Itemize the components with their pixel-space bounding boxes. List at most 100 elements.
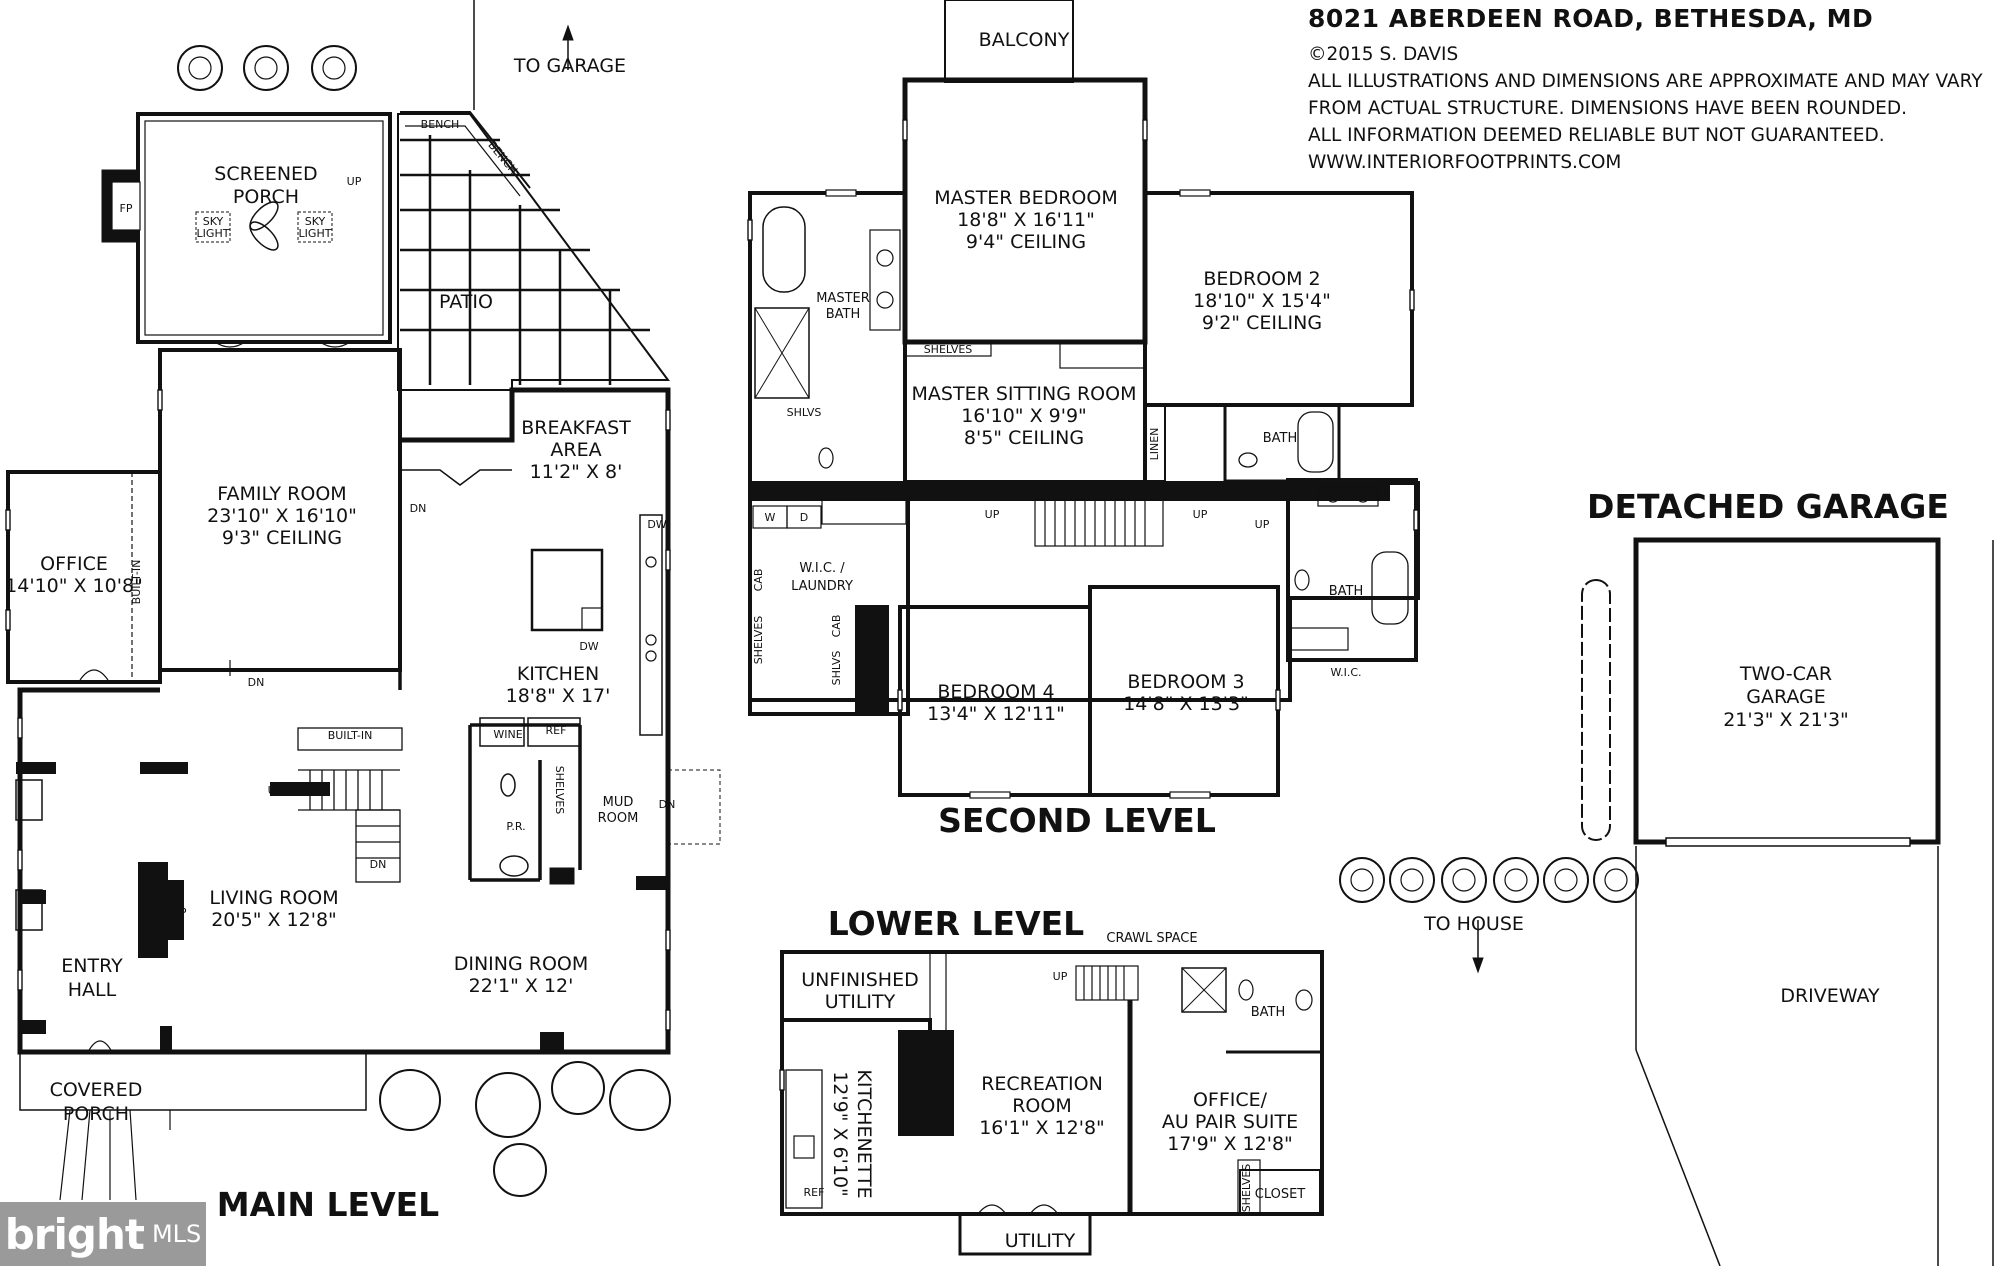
master-bath-l2: BATH (826, 307, 861, 322)
dw-2: DW (579, 640, 598, 653)
family-room-l1: FAMILY ROOM (217, 483, 346, 505)
shlvs-bath: SHLVS (787, 406, 822, 419)
level-lower: LOWER LEVEL (828, 904, 1084, 943)
bedroom2-l3: 9'2" CEILING (1202, 312, 1322, 334)
bedroom4-l2: 13'4" X 12'11" (927, 703, 1065, 725)
detached-garage (1339, 537, 1994, 1266)
shelves-wic: SHELVES (752, 616, 765, 665)
office-l2: 14'10" X 10'8" (5, 575, 143, 597)
main-level (5, 0, 721, 1201)
patio-label: PATIO (439, 291, 493, 313)
shelves-main: SHELVES (553, 766, 566, 815)
balcony-label: BALCONY (979, 29, 1070, 51)
bedroom3-l2: 14'8" X 13'3" (1123, 693, 1249, 715)
office-suite-l3: 17'9" X 12'8" (1167, 1133, 1293, 1155)
office-suite-l1: OFFICE/ (1193, 1089, 1268, 1111)
living-up: UP (268, 784, 283, 797)
level-main: MAIN LEVEL (217, 1185, 439, 1224)
second-level (747, 0, 1420, 799)
bedroom2-l1: BEDROOM 2 (1203, 268, 1320, 290)
cab-2: CAB (830, 615, 843, 638)
office-l1: OFFICE (40, 553, 108, 575)
kitchenette-dim: 12'9" X 6'10" (829, 1071, 851, 1197)
dining-room-l1: DINING ROOM (454, 953, 589, 975)
master-bedroom-l3: 9'4" CEILING (966, 231, 1086, 253)
bedroom3-l1: BEDROOM 3 (1127, 671, 1244, 693)
watermark-suffix: MLS (151, 1220, 202, 1248)
disclaimer-2: FROM ACTUAL STRUCTURE. DIMENSIONS HAVE B… (1308, 98, 1908, 119)
fireplace-living: FP (174, 906, 187, 919)
utility-label: UTILITY (1005, 1230, 1076, 1252)
lower-bath: BATH (1251, 1005, 1286, 1020)
up-1: UP (985, 508, 1000, 521)
cab-1: CAB (752, 569, 765, 592)
up-3: UP (1255, 518, 1270, 531)
dining-room-l2: 22'1" X 12' (469, 975, 574, 997)
sitting-room-l1: MASTER SITTING ROOM (912, 383, 1137, 405)
entry-hall-l2: HALL (68, 979, 117, 1001)
breakfast-l2: AREA (550, 439, 601, 461)
wine-label: WINE (493, 728, 522, 741)
living-room-l1: LIVING ROOM (209, 887, 338, 909)
to-house-label: TO HOUSE (1423, 913, 1524, 935)
master-bedroom-l2: 18'8" X 16'11" (957, 209, 1095, 231)
bath-bed3: BATH (1329, 584, 1364, 599)
family-dn: DN (410, 502, 427, 515)
dw-1: DW (647, 518, 666, 531)
kitchen-l2: 18'8" X 17' (506, 685, 611, 707)
pr-label: P.R. (506, 820, 525, 833)
recreation-l1: RECREATION (981, 1073, 1103, 1095)
website-line: WWW.INTERIORFOOTPRINTS.COM (1308, 152, 1622, 173)
unfinished-l1: UNFINISHED (801, 969, 918, 991)
crawl-space-label: CRAWL SPACE (1106, 931, 1197, 946)
bath-bed2: BATH (1263, 431, 1298, 446)
kitchen-l1: KITCHEN (517, 663, 599, 685)
porch-up: UP (347, 175, 362, 188)
garage-l1: TWO-CAR (1739, 663, 1832, 685)
built-in-living: BUILT-IN (328, 729, 373, 742)
covered-porch-l1: COVERED (50, 1079, 143, 1101)
skylight-2b: LIGHT (299, 227, 332, 240)
living-dn: DN (370, 858, 387, 871)
unfinished-l2: UTILITY (825, 991, 896, 1013)
bright-mls-watermark: bright MLS (0, 1202, 206, 1266)
copyright-line: ©2015 S. DAVIS (1308, 44, 1459, 65)
up-2: UP (1193, 508, 1208, 521)
dryer: D (800, 511, 808, 524)
garage-l2: GARAGE (1746, 686, 1826, 708)
wic-laundry-l1: W.I.C. / (799, 561, 845, 576)
skylight-1b: LIGHT (197, 227, 230, 240)
shelves-sitting: SHELVES (924, 343, 973, 356)
built-in-office: BUILT-IN (130, 560, 143, 605)
wic-bed3: W.I.C. (1330, 666, 1361, 679)
breakfast-l1: BREAKFAST (521, 417, 631, 439)
recreation-l2: ROOM (1012, 1095, 1072, 1117)
closet-label: CLOSET (1255, 1187, 1306, 1202)
screened-porch-l2: PORCH (233, 186, 299, 208)
skylight-1a: SKY (203, 215, 224, 228)
washer: W (765, 511, 776, 524)
covered-porch-l2: PORCH (63, 1103, 129, 1125)
driveway-label: DRIVEWAY (1780, 985, 1880, 1007)
lower-up: UP (1053, 970, 1068, 983)
ref-main: REF (546, 724, 567, 737)
master-bedroom-l1: MASTER BEDROOM (934, 187, 1117, 209)
entry-hall-l1: ENTRY (61, 955, 123, 977)
kitchenette-label: KITCHENETTE (853, 1069, 875, 1198)
mud-dn: DN (659, 798, 676, 811)
to-garage-label: TO GARAGE (513, 55, 626, 77)
watermark-brand: bright (4, 1209, 145, 1259)
wic-laundry-l2: LAUNDRY (791, 579, 853, 594)
linen-label: LINEN (1148, 428, 1161, 461)
level-second: SECOND LEVEL (938, 801, 1216, 840)
bench-1: BENCH (421, 118, 460, 131)
sitting-room-l2: 16'10" X 9'9" (961, 405, 1087, 427)
mud-room-l2: ROOM (598, 811, 639, 826)
family-room-l3: 9'3" CEILING (222, 527, 342, 549)
shlvs-wic: SHLVS (830, 651, 843, 686)
address-title: 8021 ABERDEEN ROAD, BETHESDA, MD (1308, 4, 1874, 33)
mud-room-l1: MUD (603, 795, 634, 810)
office-suite-l2: AU PAIR SUITE (1162, 1111, 1298, 1133)
shelves-lower: SHELVES (1240, 1164, 1253, 1213)
